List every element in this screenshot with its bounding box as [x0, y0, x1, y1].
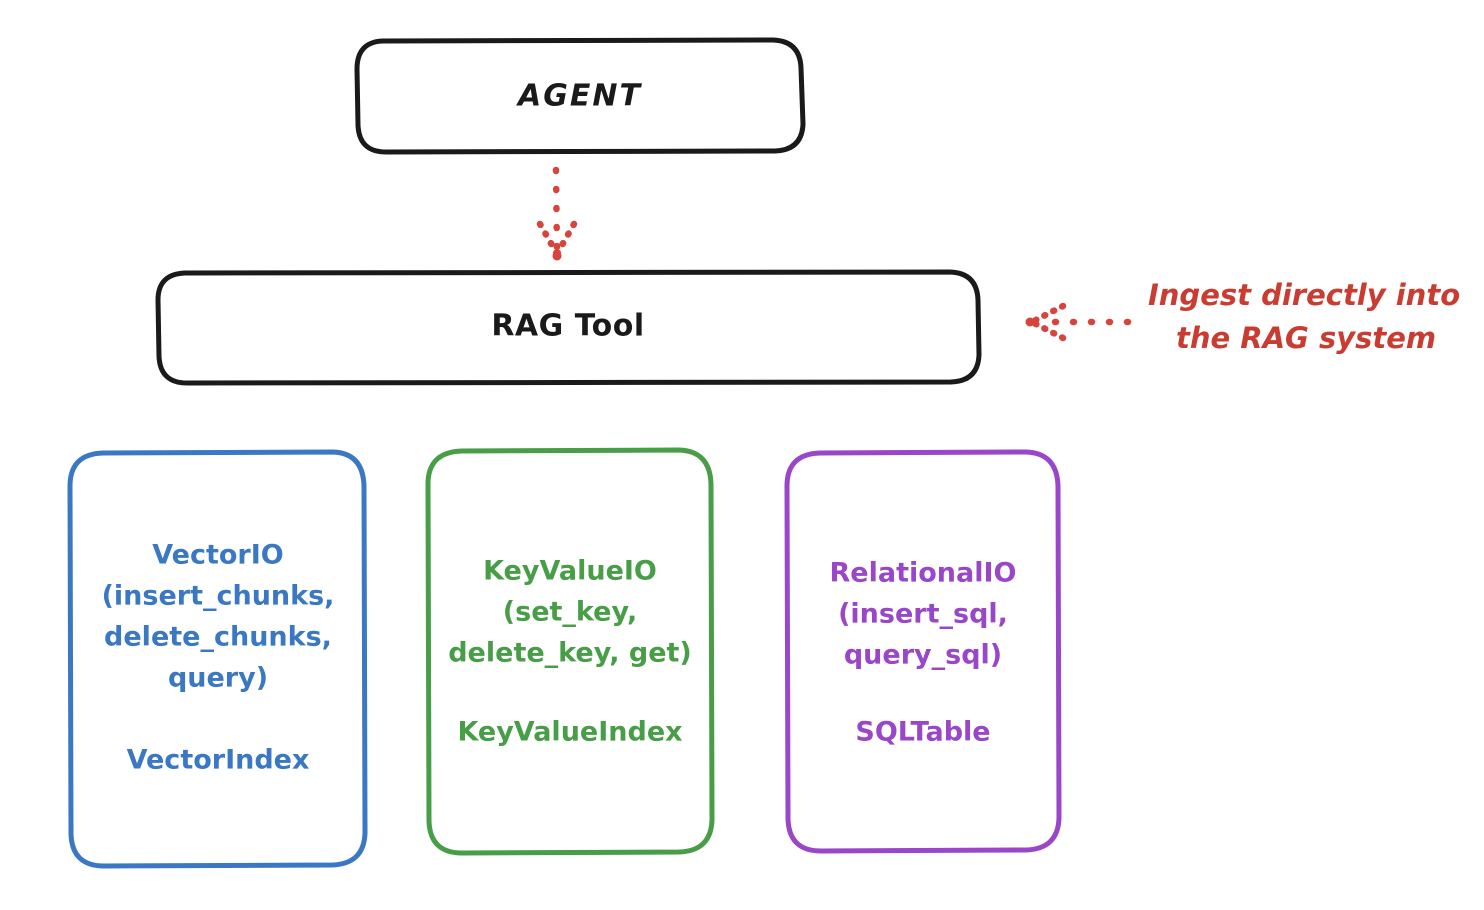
dotted-line-vertical — [552, 166, 561, 259]
vector-index-label: VectorIndex — [127, 745, 310, 776]
key-value-io-line-1: (set_key, — [503, 597, 637, 628]
annotation-ingest: Ingest directly into the RAG system — [1148, 278, 1460, 355]
agent-box-shape — [354, 37, 806, 155]
key-value-io-line-2: delete_key, get) — [448, 638, 692, 669]
key-value-io-line-0: KeyValueIO — [483, 556, 657, 587]
key-value-index-label: KeyValueIndex — [457, 717, 682, 748]
vector-io-line-0: VectorIO — [152, 540, 284, 571]
rag-tool-box-shape — [155, 269, 982, 386]
vector-io-line-3: query) — [168, 663, 268, 694]
rag-tool-label: RAG Tool — [491, 309, 644, 344]
sql-table-label: SQLTable — [855, 717, 990, 748]
node-rag-tool[interactable]: RAG Tool — [155, 269, 982, 386]
arrowhead-tip-dot — [552, 251, 562, 261]
arrowhead-left-upper — [1028, 302, 1067, 326]
relational-io-box-shape — [784, 449, 1062, 854]
relational-io-line-0: RelationalIO — [830, 558, 1017, 589]
vector-io-line-2: delete_chunks, — [104, 622, 332, 653]
annotation-ingest-line1: Ingest directly into — [1148, 278, 1460, 312]
arrowhead-left-lower — [1028, 318, 1067, 342]
node-agent[interactable]: AGENT — [354, 37, 806, 155]
vector-io-box-shape — [67, 449, 368, 869]
agent-label: AGENT — [516, 79, 642, 114]
node-key-value-io[interactable]: KeyValueIO (set_key, delete_key, get) Ke… — [425, 447, 715, 856]
edge-ingest-annotation — [1025, 302, 1132, 342]
node-relational-io[interactable]: RelationalIO (insert_sql, query_sql) SQL… — [784, 449, 1062, 854]
arrowhead-left-tip-dot — [1025, 317, 1035, 327]
edge-agent-to-rag-tool — [536, 166, 578, 261]
vector-io-line-1: (insert_chunks, — [102, 581, 335, 612]
key-value-io-box-shape — [425, 447, 715, 856]
relational-io-line-2: query_sql) — [844, 640, 1002, 671]
node-vector-io[interactable]: VectorIO (insert_chunks, delete_chunks, … — [67, 449, 368, 869]
annotation-ingest-line2: the RAG system — [1176, 321, 1436, 355]
relational-io-line-1: (insert_sql, — [838, 599, 1008, 630]
